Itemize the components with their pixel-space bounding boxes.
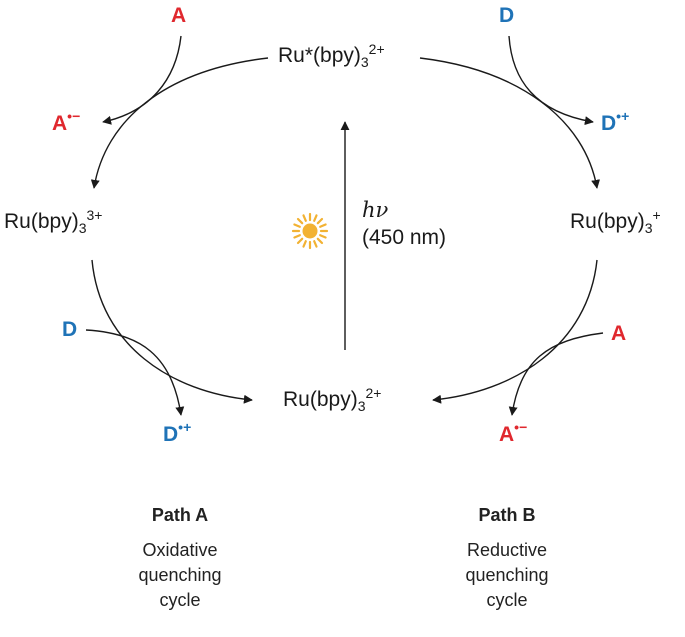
path-b-desc-line1: Reductive xyxy=(466,540,548,560)
acceptor-radical-anion-bottom-right: A•− xyxy=(499,419,528,446)
path-b-desc-line3: cycle xyxy=(486,590,528,610)
excitation-symbol: hν xyxy=(362,198,389,222)
path-b-label: Path B Reductive quenching cycle xyxy=(437,503,577,613)
path-a-desc-line1: Oxidative xyxy=(142,540,218,560)
arrow-acceptor-to-radical-left xyxy=(102,35,182,125)
complex-oxidized: Ru(bpy)33+ xyxy=(4,207,103,236)
acceptor-bottom-right: A xyxy=(611,322,627,345)
path-b-title: Path B xyxy=(478,505,536,525)
donor-top-right: D xyxy=(499,4,515,27)
arrow-donor-to-radical-right xyxy=(508,35,594,126)
donor-bottom-left: D xyxy=(62,318,78,341)
arrow-oxidized-to-ground xyxy=(91,259,253,404)
arrow-reduced-to-ground xyxy=(432,259,598,404)
path-b-desc-line2: quenching xyxy=(465,565,549,585)
donor-radical-cation-bottom-left: D•+ xyxy=(163,419,192,446)
donor-radical-cation-top-right: D•+ xyxy=(601,108,630,135)
arrow-acceptor-to-radical-right xyxy=(508,332,604,416)
acceptor-top-left: A xyxy=(171,4,187,27)
path-a-title: Path A xyxy=(151,505,209,525)
complex-excited: Ru*(bpy)32+ xyxy=(278,41,385,70)
path-a-desc-line2: quenching xyxy=(138,565,222,585)
sun-icon xyxy=(291,212,329,250)
excitation-wavelength: (450 nm) xyxy=(362,226,447,249)
complex-ground: Ru(bpy)32+ xyxy=(283,385,382,414)
acceptor-radical-anion-top-left: A•− xyxy=(52,108,81,135)
path-a-desc-line3: cycle xyxy=(159,590,201,610)
excitation-label: hν (450 nm) xyxy=(362,196,446,252)
arrow-excited-to-oxidized xyxy=(90,57,269,189)
path-a-label: Path A Oxidative quenching cycle xyxy=(110,503,250,613)
arrow-donor-to-radical-left xyxy=(85,329,185,416)
arrow-excited-to-reduced xyxy=(419,57,601,189)
complex-reduced: Ru(bpy)3+ xyxy=(570,207,661,236)
